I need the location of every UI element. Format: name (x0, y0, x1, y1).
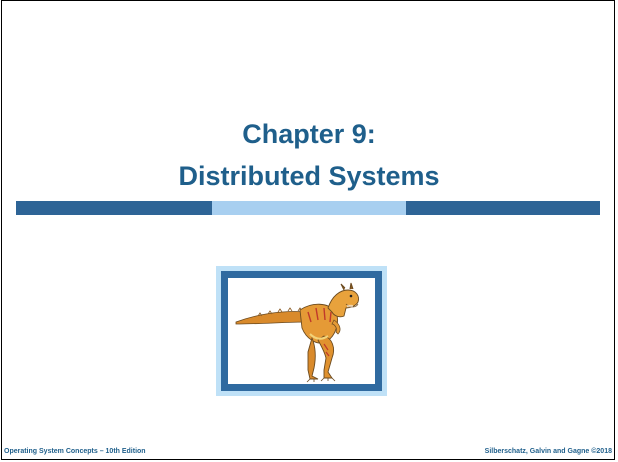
footer-copyright: Silberschatz, Galvin and Gagne ©2018 (484, 448, 612, 455)
slide-title-line2: Distributed Systems (178, 161, 440, 191)
slide-title-line1: Chapter 9: (242, 119, 376, 149)
title-rule-right (406, 201, 600, 215)
title-rule-left (16, 201, 212, 215)
footer-course-title: Operating System Concepts – 10th Edition (4, 448, 146, 455)
dinosaur-image-frame (216, 266, 387, 396)
title-rule-middle (212, 201, 406, 215)
dinosaur-icon (235, 282, 359, 383)
